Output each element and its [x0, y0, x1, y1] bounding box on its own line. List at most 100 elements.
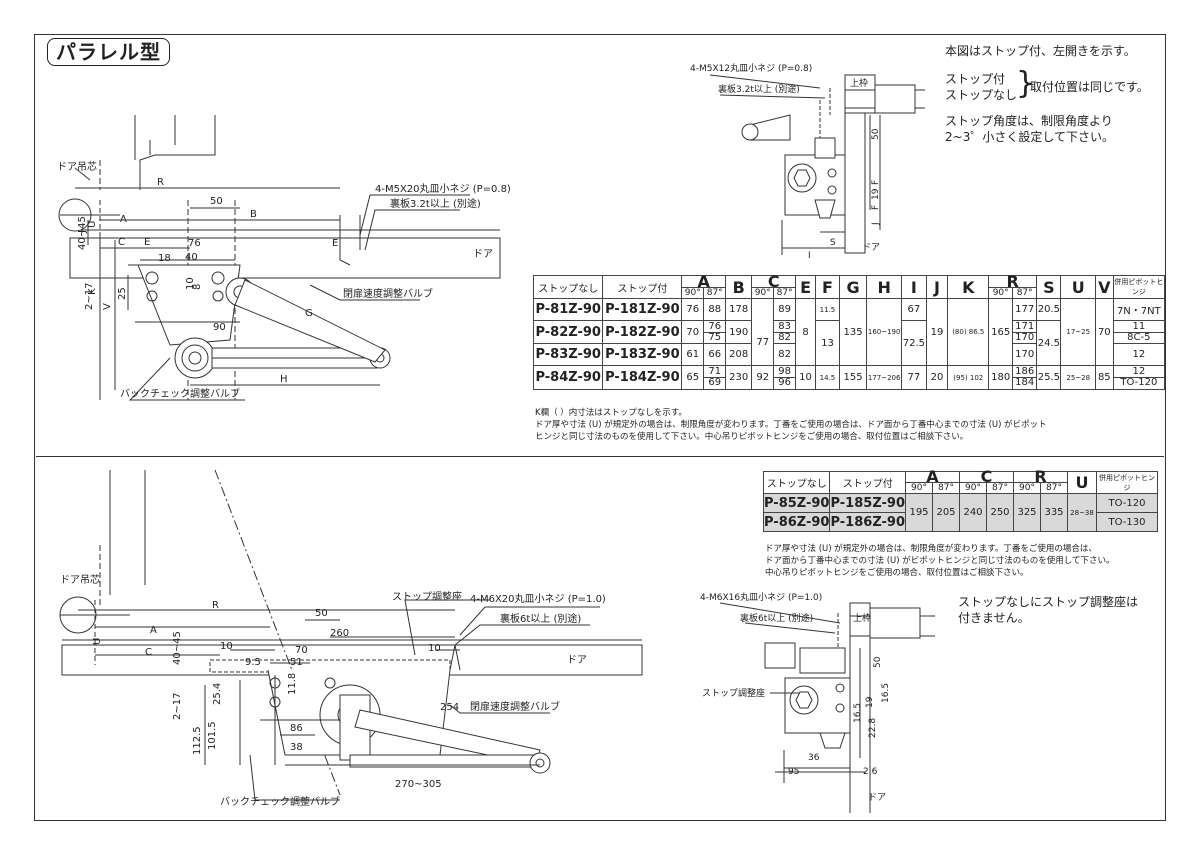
svg-text:16.5: 16.5: [853, 703, 863, 723]
top-side-diagram: 4-M5X12丸皿小ネジ (P=0.8) 裏板3.2t以上 (別途) 上枠 ドア…: [690, 62, 925, 260]
svg-text:H: H: [280, 374, 288, 385]
note-left-open: 本図はストップ付、左開きを示す。: [945, 44, 1136, 58]
svg-text:36: 36: [808, 753, 820, 763]
svg-text:R: R: [157, 177, 164, 188]
spec-table-2: ストップなし ストップ付 A C R U 併用ピボットヒンジ 90° 87° 9…: [762, 469, 1158, 532]
bottom-plan-diagram: ドア吊芯 R 50 260 A C 10 70 9.5 51 10 ドア ストッ…: [59, 469, 643, 808]
svg-text:上枠: 上枠: [853, 612, 871, 624]
svg-text:16.5: 16.5: [881, 683, 891, 703]
svg-text:F: F: [871, 180, 881, 185]
page-title: パラレル型: [47, 38, 170, 66]
svg-text:70: 70: [295, 645, 308, 656]
svg-text:40: 40: [185, 252, 198, 263]
svg-text:270~305: 270~305: [395, 779, 442, 790]
side-backplate-label: 裏板3.2t以上 (別途): [718, 83, 800, 95]
svg-text:A: A: [150, 625, 157, 636]
svg-text:裏板6t以上 (別途): 裏板6t以上 (別途): [740, 612, 813, 624]
svg-text:22.8: 22.8: [868, 718, 878, 738]
svg-text:C: C: [145, 647, 152, 658]
svg-text:40~45: 40~45: [172, 631, 183, 665]
svg-text:G: G: [305, 308, 313, 319]
svg-text:38: 38: [290, 742, 303, 753]
svg-text:R: R: [212, 600, 219, 611]
side-screw-label: 4-M5X12丸皿小ネジ (P=0.8): [690, 62, 812, 74]
svg-text:11.8: 11.8: [287, 673, 298, 695]
top-backplate-label: 裏板3.2t以上 (別途): [390, 197, 481, 210]
bottom-screw-label: 4-M6X20丸皿小ネジ (P=1.0): [470, 592, 606, 605]
svg-text:254: 254: [440, 702, 459, 713]
svg-text:ドア: ドア: [567, 655, 587, 666]
svg-text:上枠: 上枠: [850, 77, 868, 89]
door-pivot-label: ドア吊芯: [57, 160, 97, 173]
svg-text:I: I: [808, 251, 811, 260]
svg-text:ドア: ドア: [868, 793, 886, 803]
closing-valve-label: 閉扉速度調整バルブ: [343, 287, 433, 300]
svg-text:V: V: [102, 303, 113, 310]
svg-text:19: 19: [871, 188, 881, 200]
svg-text:バックチェック調整バルブ: バックチェック調整バルブ: [220, 795, 340, 808]
svg-text:8: 8: [192, 284, 203, 290]
note-same-position: 取付位置は同じです。: [1030, 80, 1149, 94]
drawing-frame: [34, 34, 1166, 821]
note-stop-angle-1: ストップ角度は、制限角度より: [945, 114, 1113, 128]
svg-text:40~45: 40~45: [77, 216, 88, 250]
bottom-note-1: ストップなしにストップ調整座は: [958, 595, 1139, 609]
stop-seat-label: ストップ調整座: [392, 590, 462, 603]
brace-icon: }: [1016, 66, 1036, 101]
footnote-2: ドア厚や寸法 (U) が規定外の場合は、制限角度が変わります。丁番をご使用の場合…: [765, 544, 1115, 578]
svg-text:ドア: ドア: [862, 243, 880, 253]
bottom-note-2: 付きません。: [958, 611, 1030, 625]
svg-text:10: 10: [185, 277, 196, 290]
svg-text:76: 76: [188, 238, 201, 249]
svg-text:B: B: [250, 209, 257, 220]
svg-text:K: K: [87, 288, 98, 295]
svg-text:10: 10: [220, 641, 233, 652]
svg-text:U: U: [92, 638, 103, 645]
svg-text:90: 90: [213, 322, 226, 333]
svg-text:112.5: 112.5: [192, 726, 203, 755]
svg-text:C: C: [118, 237, 125, 248]
svg-text:S: S: [830, 238, 836, 248]
svg-text:25: 25: [117, 287, 128, 300]
top-plan-diagram: ドア吊芯 R 50 B 76 40 18 C E A E ドア G H 90 4…: [57, 115, 511, 401]
svg-text:J: J: [77, 230, 88, 234]
svg-text:ドア: ドア: [473, 249, 493, 260]
section-divider: [36, 456, 1164, 457]
svg-text:50: 50: [315, 608, 328, 619]
svg-text:2~17: 2~17: [172, 693, 183, 720]
svg-text:10: 10: [428, 643, 441, 654]
svg-text:95: 95: [788, 767, 799, 777]
svg-text:A: A: [120, 214, 127, 225]
svg-text:18: 18: [158, 253, 171, 264]
side-stop-seat-label: ストップ調整座: [702, 687, 765, 699]
svg-text:2.6: 2.6: [863, 767, 878, 777]
svg-text:2~17: 2~17: [84, 283, 95, 310]
svg-text:101.5: 101.5: [207, 721, 218, 750]
bottom-side-diagram: 4-M6X16丸皿小ネジ (P=1.0) 裏板6t以上 (別途) 上枠 ストップ…: [700, 591, 935, 813]
svg-text:19: 19: [865, 696, 875, 708]
bottom-backplate-label: 裏板6t以上 (別途): [500, 612, 581, 625]
svg-text:F: F: [871, 205, 881, 210]
svg-text:4-M6X16丸皿小ネジ (P=1.0): 4-M6X16丸皿小ネジ (P=1.0): [700, 591, 822, 603]
backcheck-valve-label: バックチェック調整バルブ: [120, 387, 240, 400]
svg-text:260: 260: [330, 628, 349, 639]
top-screw-label: 4-M5X20丸皿小ネジ (P=0.8): [375, 182, 511, 195]
svg-text:51: 51: [290, 657, 303, 668]
svg-text:閉扉速度調整バルブ: 閉扉速度調整バルブ: [470, 700, 560, 713]
svg-text:50: 50: [873, 656, 883, 668]
note-stop-off: ストップなし: [945, 88, 1018, 102]
svg-text:E: E: [144, 237, 150, 248]
svg-text:E: E: [332, 238, 338, 249]
footnote-1: K欄（ ）内寸法はストップなしを示す。 ドア厚や寸法 (U) が規定外の場合は、…: [535, 408, 1047, 442]
svg-text:50: 50: [871, 128, 881, 140]
svg-text:U: U: [87, 221, 98, 228]
svg-text:9.5: 9.5: [245, 657, 261, 668]
svg-text:25.4: 25.4: [212, 683, 223, 705]
svg-text:ドア吊芯: ドア吊芯: [60, 573, 100, 586]
note-stop-angle-2: 2~3゜小さく設定して下さい。: [945, 130, 1114, 144]
note-stop-on: ストップ付: [945, 72, 1006, 86]
svg-text:86: 86: [290, 723, 303, 734]
spec-table-1: ストップなし ストップ付 A B C E F G H I J K R S U V…: [532, 271, 1166, 390]
svg-text:50: 50: [210, 196, 223, 207]
svg-text:J: J: [871, 222, 881, 226]
